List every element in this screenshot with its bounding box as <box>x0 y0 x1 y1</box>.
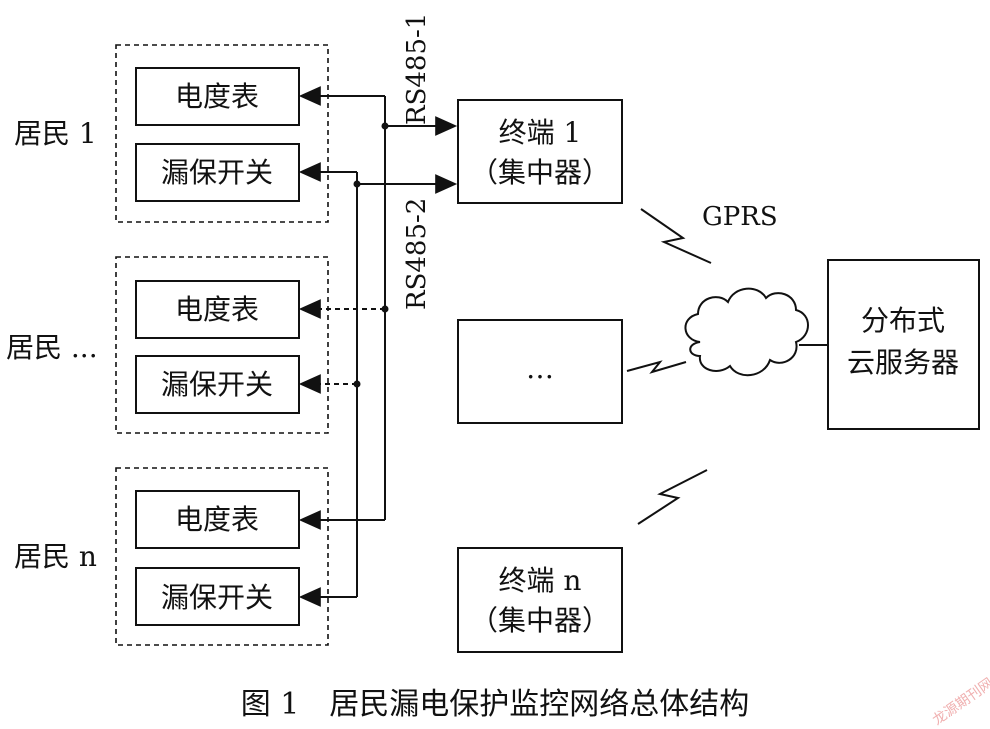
cloud-server-line2: 云服务器 <box>847 346 959 379</box>
resident-mid-group <box>115 256 329 434</box>
resident-mid-label: 居民 ... <box>6 331 98 364</box>
resident-n-label: 居民 n <box>14 540 97 573</box>
resident-n-switch-label: 漏保开关 <box>161 581 273 614</box>
rs485-2-label: RS485-2 <box>402 198 432 310</box>
resident-1-meter-box <box>135 67 300 126</box>
gprs-label: GPRS <box>702 202 778 232</box>
cloud-server-line1: 分布式 <box>861 304 945 337</box>
watermark: 龙源期刊网 <box>930 675 990 728</box>
terminal-1-sub: （集中器） <box>470 156 610 189</box>
figure-caption: 图 1 居民漏电保护监控网络总体结构 <box>241 687 750 722</box>
rs485-1-bus <box>298 86 458 530</box>
terminal-n-name: 终端 n <box>499 564 582 597</box>
terminal-mid-box <box>457 319 623 424</box>
resident-1-meter-label: 电度表 <box>175 80 259 113</box>
resident-n-meter-label: 电度表 <box>175 503 259 536</box>
resident-1-switch-label: 漏保开关 <box>161 156 273 189</box>
resident-n-group <box>115 467 329 646</box>
terminal-1-box <box>457 99 623 204</box>
cloud-icon <box>684 287 809 376</box>
cloud-server-box <box>827 259 980 430</box>
terminal-n-box <box>457 547 623 653</box>
resident-mid-switch-box <box>135 355 300 414</box>
rs485-1-label: RS485-1 <box>402 13 432 125</box>
resident-1-label: 居民 1 <box>14 117 97 150</box>
wireless-link-1-icon <box>640 208 712 264</box>
terminal-1-name: 终端 1 <box>499 116 582 149</box>
wireless-link-mid-icon <box>626 360 687 374</box>
resident-1-group <box>115 44 329 223</box>
terminal-n-sub: （集中器） <box>470 604 610 637</box>
rs485-2-bus <box>298 162 458 607</box>
resident-mid-switch-label: 漏保开关 <box>161 368 273 401</box>
terminal-mid-ellipsis: … <box>526 352 554 385</box>
resident-mid-meter-label: 电度表 <box>175 293 259 326</box>
wireless-link-n-icon <box>637 469 708 525</box>
resident-n-switch-box <box>135 567 300 626</box>
resident-1-switch-box <box>135 143 300 202</box>
